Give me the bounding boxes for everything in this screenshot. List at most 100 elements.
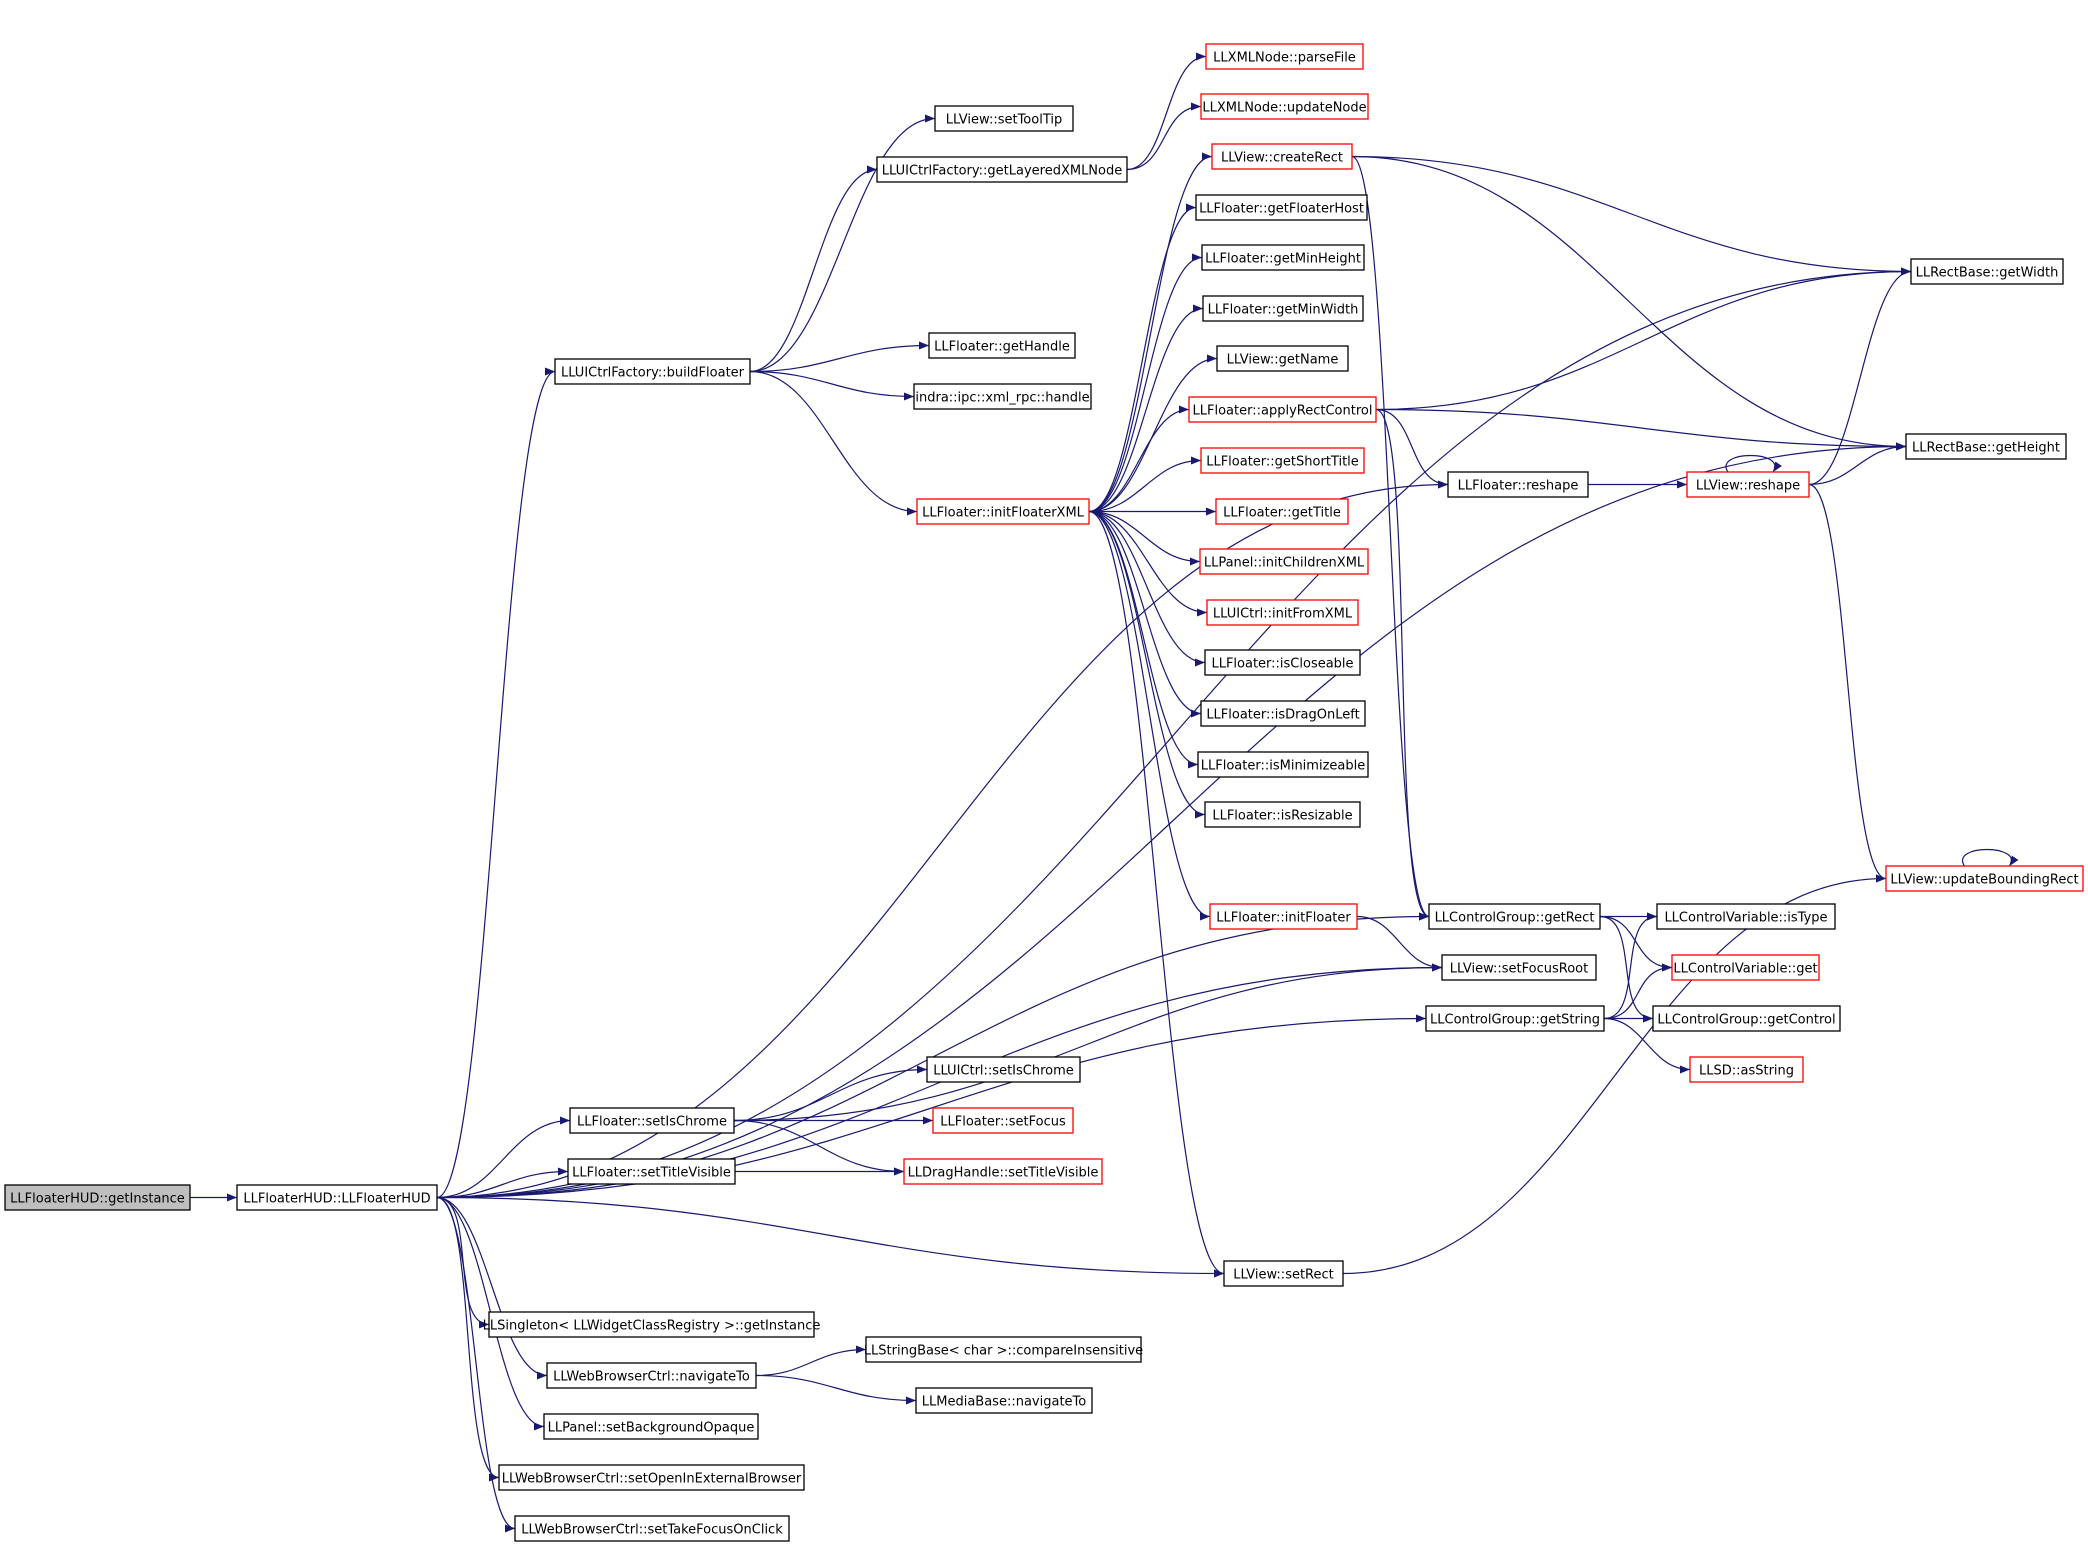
node-buildFloater[interactable]: LLUICtrlFactory::buildFloater — [554, 358, 751, 385]
edge-navigateTo-to-compareInsens — [755, 1345, 867, 1377]
node-asString[interactable]: LLSD::asString — [1689, 1056, 1804, 1083]
edge-setRect-to-updateBR — [1342, 874, 1887, 1275]
node-isResizable[interactable]: LLFloater::isResizable — [1204, 801, 1361, 828]
node-getHandle[interactable]: LLFloater::getHandle — [928, 332, 1076, 359]
node-getTitle[interactable]: LLFloater::getTitle — [1215, 498, 1349, 525]
node-singleton[interactable]: LLSingleton< LLWidgetClassRegistry >::ge… — [483, 1311, 821, 1338]
edge-initFloater-to-setFocusRoot — [1356, 915, 1443, 972]
node-initFromXML[interactable]: LLUICtrl::initFromXML — [1206, 599, 1359, 626]
edge-initFloaterXML-to-createRect — [1088, 152, 1213, 513]
node-updateBR[interactable]: LLView::updateBoundingRect — [1885, 865, 2084, 892]
node-setToolTip[interactable]: LLView::setToolTip — [934, 105, 1074, 132]
node-getFloaterHost[interactable]: LLFloater::getFloaterHost — [1195, 194, 1368, 221]
node-getLayered[interactable]: LLUICtrlFactory::getLayeredXMLNode — [876, 156, 1128, 183]
node-box — [1425, 1005, 1605, 1032]
edge-initFloaterXML-to-isDragOnLeft — [1088, 510, 1202, 718]
node-box — [1216, 345, 1349, 372]
node-navigateTo[interactable]: LLWebBrowserCtrl::navigateTo — [546, 1362, 757, 1389]
node-label: LLWebBrowserCtrl::navigateTo — [553, 1370, 750, 1385]
node-setRect[interactable]: LLView::setRect — [1223, 1260, 1344, 1287]
node-label: LLUICtrlFactory::buildFloater — [561, 366, 745, 381]
edge-ctor-to-buildFloater — [436, 367, 556, 1199]
node-box — [1204, 649, 1361, 676]
edge-initFloaterXML-to-getMinWidth — [1088, 304, 1204, 513]
node-isCloseable[interactable]: LLFloater::isCloseable — [1204, 649, 1361, 676]
node-getMinWidth[interactable]: LLFloater::getMinWidth — [1202, 295, 1364, 322]
node-isDragOnLeft[interactable]: LLFloater::isDragOnLeft — [1200, 700, 1366, 727]
node-box — [1205, 43, 1364, 70]
node-box — [915, 1387, 1093, 1414]
node-label: LLView::setToolTip — [946, 113, 1062, 128]
node-box — [1447, 471, 1589, 498]
node-updateNode[interactable]: LLXMLNode::updateNode — [1200, 93, 1369, 120]
node-box — [236, 1184, 438, 1211]
node-box — [4, 1184, 191, 1211]
node-isType[interactable]: LLControlVariable::isType — [1656, 903, 1836, 930]
node-getName[interactable]: LLView::getName — [1216, 345, 1349, 372]
node-box — [1428, 903, 1601, 930]
node-label: LLFloater::getMinWidth — [1208, 303, 1359, 318]
node-initFloaterXML[interactable]: LLFloater::initFloaterXML — [916, 498, 1090, 525]
node-box — [546, 1362, 757, 1389]
edge-initFloaterXML-to-getShortTitle — [1088, 456, 1202, 513]
node-label: LLFloater::isDragOnLeft — [1206, 708, 1359, 723]
edge-initFloaterXML-to-getFloaterHost — [1088, 203, 1197, 513]
edge-buildFloater-to-getLayered — [749, 165, 878, 373]
node-box — [1656, 903, 1836, 930]
node-box — [498, 1464, 805, 1491]
node-setTakeFocus[interactable]: LLWebBrowserCtrl::setTakeFocusOnClick — [514, 1515, 790, 1542]
edge-createRect-to-getHeight — [1351, 155, 1907, 451]
node-setFocusRoot[interactable]: LLView::setFocusRoot — [1441, 954, 1597, 981]
node-getShortTitle[interactable]: LLFloater::getShortTitle — [1200, 447, 1365, 474]
node-label: LLFloater::isResizable — [1212, 809, 1352, 824]
node-label: LLFloater::setFocus — [940, 1115, 1066, 1130]
node-label: LLControlGroup::getString — [1430, 1013, 1600, 1028]
node-root[interactable]: LLFloaterHUD::getInstance — [4, 1184, 191, 1211]
node-label: LLControlVariable::get — [1673, 962, 1817, 977]
node-box — [1202, 295, 1364, 322]
node-vReshape[interactable]: LLView::reshape — [1686, 471, 1810, 498]
node-label: LLPanel::initChildrenXML — [1204, 556, 1365, 571]
edge-ctor-to-getWidth — [436, 267, 1912, 1199]
node-createRect[interactable]: LLView::createRect — [1211, 143, 1353, 170]
node-ctor[interactable]: LLFloaterHUD::LLFloaterHUD — [236, 1184, 438, 1211]
node-xmlrpc[interactable]: indra::ipc::xml_rpc::handle — [913, 383, 1092, 410]
node-box — [1188, 396, 1377, 423]
edge-navigateTo-to-mediaNavigate — [755, 1374, 917, 1405]
node-uiSetIsChrome[interactable]: LLUICtrl::setIsChrome — [926, 1056, 1081, 1083]
node-box — [488, 1311, 815, 1338]
node-dragSetTitle[interactable]: LLDragHandle::setTitleVisible — [903, 1158, 1103, 1185]
node-setBgOpaque[interactable]: LLPanel::setBackgroundOpaque — [543, 1413, 759, 1440]
node-initFloater[interactable]: LLFloater::initFloater — [1209, 903, 1358, 930]
node-cvGet[interactable]: LLControlVariable::get — [1671, 954, 1820, 981]
node-mediaNavigate[interactable]: LLMediaBase::navigateTo — [915, 1387, 1093, 1414]
node-setTitleVisible[interactable]: LLFloater::setTitleVisible — [567, 1158, 736, 1185]
node-label: LLFloater::getHandle — [934, 340, 1070, 355]
node-box — [928, 332, 1076, 359]
node-box — [1689, 1056, 1804, 1083]
edge-cgGetString-to-isType — [1603, 912, 1658, 1020]
edges-layer — [190, 52, 2019, 1533]
node-getHeight[interactable]: LLRectBase::getHeight — [1905, 433, 2067, 460]
node-getWidth[interactable]: LLRectBase::getWidth — [1910, 258, 2064, 285]
node-parseFile[interactable]: LLXMLNode::parseFile — [1205, 43, 1364, 70]
node-getMinHeight[interactable]: LLFloater::getMinHeight — [1201, 244, 1365, 271]
nodes-layer: LLFloaterHUD::getInstance LLFloaterHUD::L… — [4, 43, 2084, 1542]
node-getControl[interactable]: LLControlGroup::getControl — [1652, 1005, 1841, 1032]
node-isMinimizeable[interactable]: LLFloater::isMinimizeable — [1197, 751, 1369, 778]
node-label: LLView::reshape — [1696, 479, 1800, 494]
node-setOpenExt[interactable]: LLWebBrowserCtrl::setOpenInExternalBrows… — [498, 1464, 805, 1491]
node-initChildren[interactable]: LLPanel::initChildrenXML — [1199, 548, 1369, 575]
node-applyRect[interactable]: LLFloater::applyRectControl — [1188, 396, 1377, 423]
node-cgGetRect[interactable]: LLControlGroup::getRect — [1428, 903, 1601, 930]
node-cgGetString[interactable]: LLControlGroup::getString — [1425, 1005, 1605, 1032]
edge-initFloaterXML-to-isCloseable — [1088, 510, 1206, 667]
node-compareInsens[interactable]: LLStringBase< char >::compareInsensitive — [864, 1336, 1143, 1363]
edge-ctor-to-setTitleVisible — [436, 1167, 569, 1199]
node-label: LLFloater::getTitle — [1223, 506, 1341, 521]
node-label: LLView::setRect — [1233, 1268, 1334, 1283]
node-box — [1201, 244, 1365, 271]
node-setIsChrome[interactable]: LLFloater::setIsChrome — [569, 1107, 735, 1134]
node-setFocus[interactable]: LLFloater::setFocus — [932, 1107, 1074, 1134]
node-fReshape[interactable]: LLFloater::reshape — [1447, 471, 1589, 498]
